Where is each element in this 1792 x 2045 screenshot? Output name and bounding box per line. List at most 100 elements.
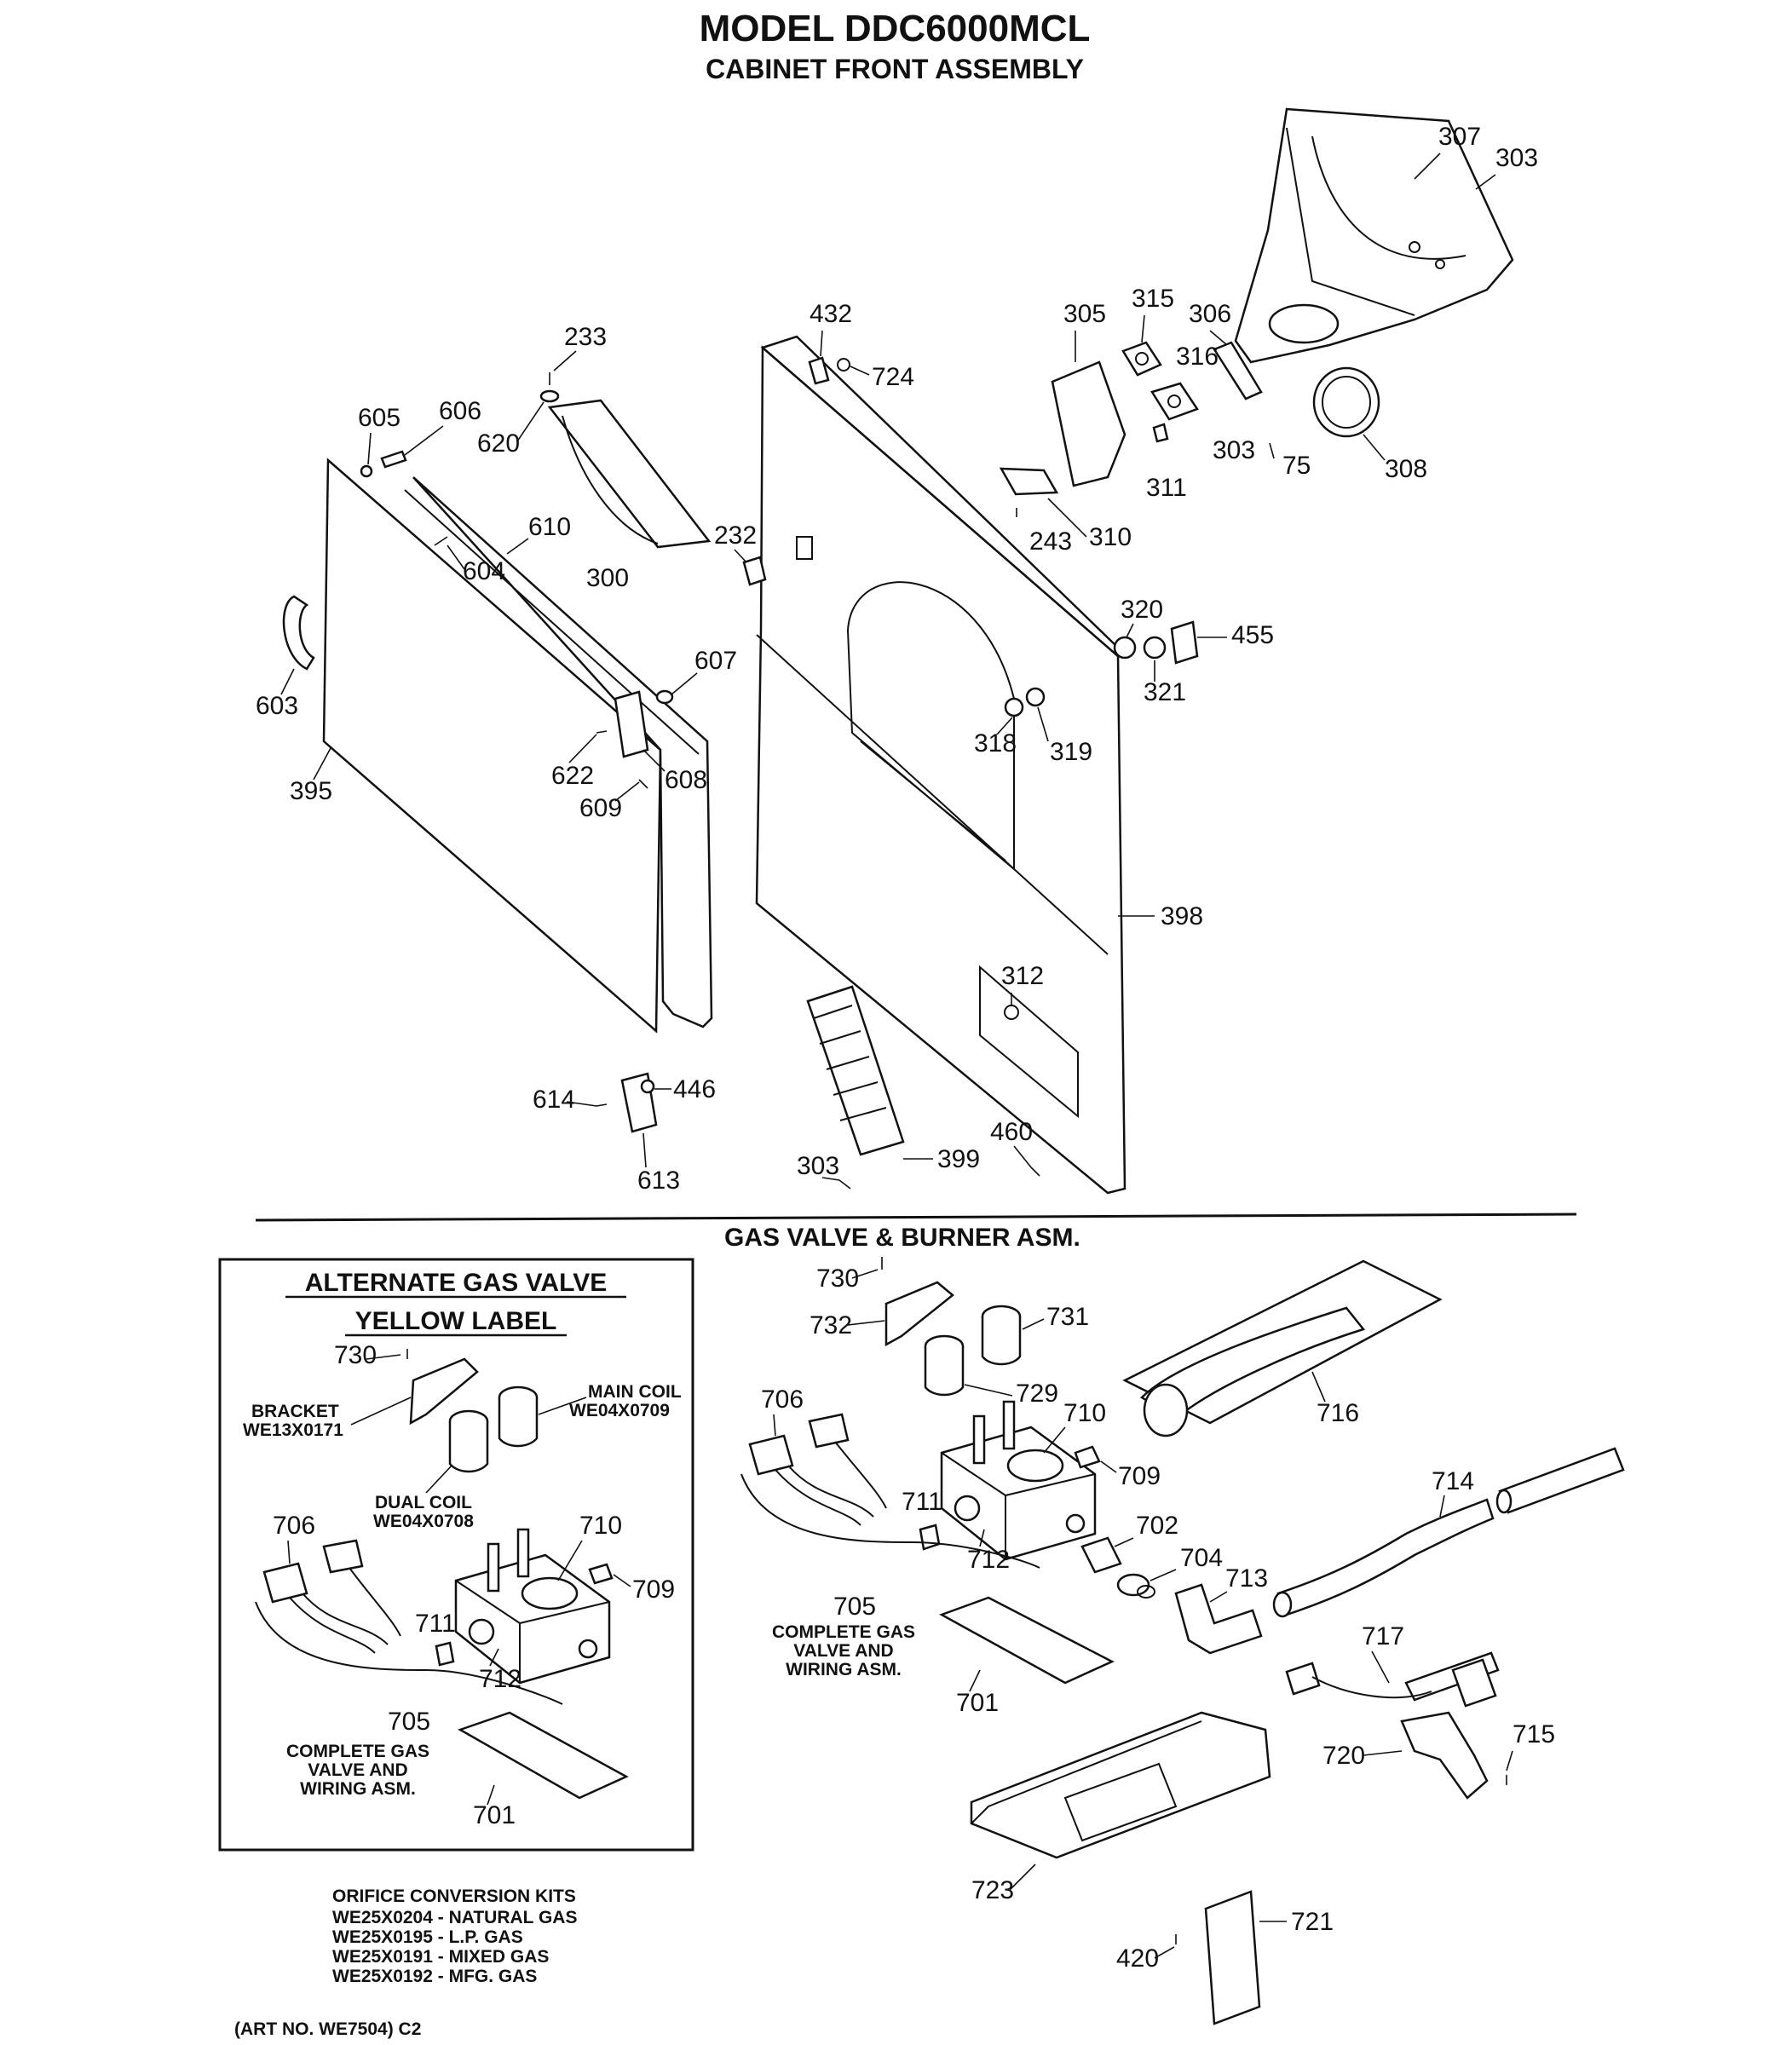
washer-318 — [1004, 697, 1024, 717]
screw-711 — [919, 1524, 941, 1551]
callout-233: 233 — [564, 323, 607, 351]
callout-305: 305 — [1063, 300, 1106, 328]
alt-dual-coil-label: DUAL COIL — [375, 1493, 472, 1512]
callout-432: 432 — [810, 300, 852, 328]
callout-446: 446 — [673, 1075, 716, 1103]
section-divider — [255, 1213, 1577, 1222]
callout-300: 300 — [586, 564, 629, 592]
alt-callout-709: 709 — [632, 1576, 675, 1604]
washer-620 — [539, 389, 560, 403]
washer-321 — [1143, 636, 1167, 660]
callout-606: 606 — [439, 397, 481, 425]
alt-callout-710: 710 — [579, 1512, 622, 1540]
alt-callout-730: 730 — [334, 1341, 377, 1369]
clip-432 — [808, 356, 830, 385]
alt-callout-701: 701 — [473, 1801, 516, 1829]
gas-callout-701: 701 — [956, 1689, 999, 1717]
thermostat-316 — [1150, 382, 1199, 421]
alt-screw-709 — [588, 1563, 614, 1585]
screw-460 — [1030, 1167, 1040, 1177]
callout-604: 604 — [463, 557, 505, 585]
screw-605 — [360, 464, 373, 478]
gas-callout-702: 702 — [1136, 1512, 1178, 1540]
bracket-720 — [1400, 1711, 1489, 1800]
callout-310: 310 — [1089, 523, 1132, 551]
alt-callout-705: 705 — [388, 1708, 430, 1736]
callout-395: 395 — [290, 777, 332, 805]
gas-callout-712: 712 — [967, 1546, 1010, 1574]
bracket-306 — [1213, 341, 1263, 400]
callout-319: 319 — [1050, 738, 1092, 766]
gas-callout-720: 720 — [1322, 1742, 1365, 1770]
gas-complete-line1: COMPLETE GAS — [772, 1622, 915, 1642]
callout-307: 307 — [1438, 123, 1481, 151]
bracket-732 — [884, 1281, 954, 1347]
gas-callout-716: 716 — [1317, 1399, 1359, 1427]
alt-gas-valve — [454, 1528, 611, 1685]
alternate-gas-valve-box — [218, 1258, 694, 1852]
vent-housing-307 — [1234, 107, 1514, 364]
alt-dual-coil — [448, 1409, 489, 1473]
orifice-item: WE25X0204 - NATURAL GAS — [332, 1908, 577, 1927]
callout-603: 603 — [256, 692, 298, 720]
gas-callout-711: 711 — [902, 1488, 942, 1516]
screw-614 — [596, 1103, 608, 1107]
callout-303b: 303 — [1213, 436, 1255, 464]
gas-callout-731: 731 — [1046, 1303, 1089, 1331]
washer-607 — [655, 689, 674, 705]
pin-609 — [638, 779, 648, 789]
coil-729 — [924, 1334, 965, 1397]
alt-callout-711: 711 — [415, 1610, 456, 1638]
alt-complete-line3: WIRING ASM. — [300, 1779, 416, 1799]
door-handle-603 — [282, 595, 315, 671]
callout-613: 613 — [637, 1167, 680, 1195]
wiring-harness-706 — [740, 1413, 1040, 1569]
callout-243: 243 — [1029, 527, 1072, 556]
washer-446 — [640, 1079, 655, 1094]
burner-716 — [1122, 1259, 1443, 1437]
callout-610: 610 — [528, 513, 571, 541]
screw-709 — [1074, 1445, 1101, 1469]
callout-306: 306 — [1189, 300, 1231, 328]
alt-callout-712: 712 — [479, 1665, 521, 1693]
alt-complete-line2: VALVE AND — [308, 1760, 407, 1780]
callout-318: 318 — [974, 729, 1017, 758]
gas-section-title: GAS VALVE & BURNER ASM. — [724, 1224, 1080, 1252]
callout-321: 321 — [1144, 678, 1186, 706]
screw-604 — [434, 536, 448, 546]
gas-callout-714: 714 — [1432, 1467, 1474, 1495]
callout-303a: 303 — [1495, 144, 1538, 172]
clip-311 — [1152, 423, 1169, 443]
screw-622 — [596, 730, 608, 734]
callout-455: 455 — [1231, 621, 1274, 649]
orifice-title: ORIFICE CONVERSION KITS — [332, 1887, 576, 1906]
orifice-item: WE25X0195 - L.P. GAS — [332, 1927, 523, 1947]
front-panel-398 — [755, 335, 1126, 1195]
callout-75: 75 — [1282, 452, 1311, 480]
gas-callout-704: 704 — [1180, 1544, 1223, 1572]
alt-mount-plate-701 — [457, 1711, 629, 1800]
page-title: MODEL DDC6000MCL — [700, 8, 1091, 49]
gas-callout-730: 730 — [816, 1264, 859, 1293]
gas-callouts: 730 732 731 729 706 710 716 709 711 712 … — [761, 1264, 1555, 1973]
lint-filter-300 — [547, 399, 712, 549]
alt-screw-711 — [435, 1641, 455, 1667]
gas-callout-713: 713 — [1225, 1564, 1268, 1593]
page-subtitle: CABINET FRONT ASSEMBLY — [706, 54, 1084, 84]
alt-bracket — [409, 1357, 479, 1426]
pin-606 — [380, 450, 407, 469]
gas-complete-line2: VALVE AND — [793, 1641, 893, 1661]
callout-605: 605 — [358, 404, 400, 432]
callout-607: 607 — [694, 647, 737, 675]
gas-valve-710 — [940, 1400, 1097, 1561]
callout-608: 608 — [665, 766, 707, 794]
callout-320: 320 — [1121, 596, 1163, 624]
callout-620: 620 — [477, 429, 520, 458]
alt-box-title-line2: YELLOW LABEL — [355, 1307, 557, 1335]
alt-complete-line1: COMPLETE GAS — [286, 1742, 429, 1761]
callout-460: 460 — [990, 1118, 1033, 1146]
gas-callout-732: 732 — [810, 1311, 852, 1339]
washer-320 — [1113, 636, 1137, 660]
gas-callout-723: 723 — [971, 1876, 1014, 1904]
callout-622: 622 — [551, 762, 594, 790]
